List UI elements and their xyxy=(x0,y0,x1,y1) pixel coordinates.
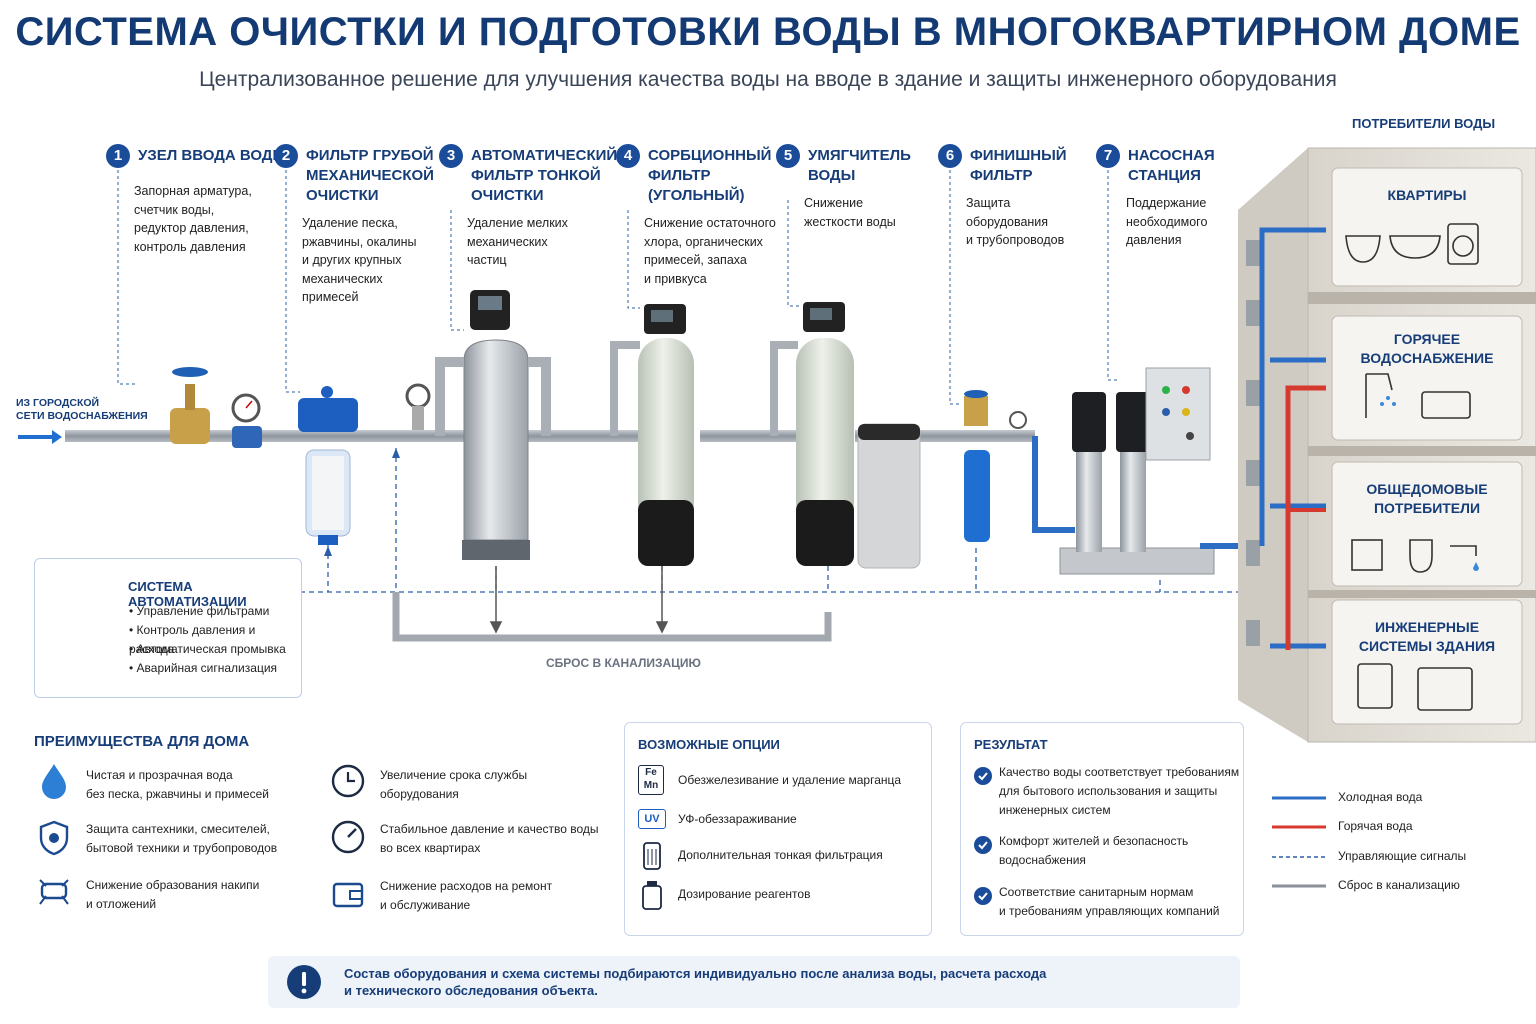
step-description: Удаление мелких механических частиц xyxy=(467,216,568,267)
step-number: 1 xyxy=(106,144,130,168)
step-description: Удаление песка, ржавчины, окалины и друг… xyxy=(302,216,417,304)
result-item: Комфорт жителей и безопасность водоснабж… xyxy=(999,834,1189,867)
step-number: 5 xyxy=(776,144,800,168)
step-number: 2 xyxy=(274,144,298,168)
water-drop-icon xyxy=(42,764,66,799)
option-item: Обезжелезивание и удаление марганца xyxy=(678,773,902,787)
step-description: Снижение жесткости воды xyxy=(804,196,896,229)
step-title: СОРБЦИОННЫЙ ФИЛЬТР (УГОЛЬНЫЙ) xyxy=(648,147,772,204)
step-description: Защита оборудования и трубопроводов xyxy=(966,196,1065,247)
gauge-icon xyxy=(331,820,365,854)
legend-cold-water: Холодная вода xyxy=(1338,790,1423,804)
floor-hot-water: ГОРЯЧЕЕ ВОДОСНАБЖЕНИЕ xyxy=(1360,331,1494,366)
check-icon xyxy=(974,767,992,785)
automation-card: СИСТЕМА АВТОМАТИЗАЦИИ • Управление фильт… xyxy=(34,558,302,698)
options-title: ВОЗМОЖНЫЕ ОПЦИИ xyxy=(638,737,780,752)
step-number: 7 xyxy=(1096,144,1120,168)
automation-item: • Управление фильтрами xyxy=(129,604,270,618)
step-title: АВТОМАТИЧЕСКИЙ ФИЛЬТР ТОНКОЙ ОЧИСТКИ xyxy=(471,147,618,204)
advantage-item: Чистая и прозрачная вода без песка, ржав… xyxy=(86,768,269,801)
legend-control-signals: Управляющие сигналы xyxy=(1338,849,1467,863)
advantage-item: Снижение образования накипи и отложений xyxy=(86,878,260,911)
step-number: 3 xyxy=(439,144,463,168)
drain-label: СБРОС В КАНАЛИЗАЦИЮ xyxy=(546,656,701,670)
automation-title: СИСТЕМА АВТОМАТИЗАЦИИ xyxy=(128,579,247,609)
legend-drain: Сброс в канализацию xyxy=(1338,878,1460,892)
exclamation-icon xyxy=(287,965,321,999)
shield-icon xyxy=(39,820,69,856)
advantage-item: Стабильное давление и качество воды во в… xyxy=(380,822,599,855)
consumers-title: ПОТРЕБИТЕЛИ ВОДЫ xyxy=(1352,116,1496,131)
step-number: 4 xyxy=(616,144,640,168)
step-number: 6 xyxy=(938,144,962,168)
option-item: Дозирование реагентов xyxy=(678,887,811,901)
option-item: УФ-обеззараживание xyxy=(678,812,797,826)
step-description: Запорная арматура, счетчик воды, редукто… xyxy=(134,184,252,254)
filter-cartridge-icon xyxy=(643,842,661,870)
floor-engineering-systems: ИНЖЕНЕРНЫЕ СИСТЕМЫ ЗДАНИЯ xyxy=(1358,619,1496,654)
result-title: РЕЗУЛЬТАТ xyxy=(974,737,1048,752)
inlet-label: ИЗ ГОРОДСКОЙ СЕТИ ВОДОСНАБЖЕНИЯ xyxy=(16,397,148,422)
advantage-item: Защита сантехники, смесителей, бытовой т… xyxy=(86,822,278,855)
step-title: УМЯГЧИТЕЛЬ ВОДЫ xyxy=(808,147,911,184)
clock-icon xyxy=(331,764,365,798)
wallet-icon xyxy=(332,882,364,908)
check-icon xyxy=(974,887,992,905)
result-item: Соответствие санитарным нормам и требова… xyxy=(999,885,1220,918)
check-icon xyxy=(974,836,992,854)
option-item: Дополнительная тонкая фильтрация xyxy=(678,848,883,862)
step-title: ФИНИШНЫЙ ФИЛЬТР xyxy=(970,147,1067,184)
floor-common-consumers: ОБЩЕДОМОВЫЕ ПОТРЕБИТЕЛИ xyxy=(1366,481,1488,516)
advantage-item: Снижение расходов на ремонт и обслуживан… xyxy=(380,879,553,912)
notice-text: Состав оборудования и схема системы подб… xyxy=(344,966,1047,998)
uv-icon: UV xyxy=(638,809,666,829)
page-title: СИСТЕМА ОЧИСТКИ И ПОДГОТОВКИ ВОДЫ В МНОГ… xyxy=(15,10,1521,54)
step-title: ФИЛЬТР ГРУБОЙ МЕХАНИЧЕСКОЙ ОЧИСТКИ xyxy=(306,147,434,204)
legend-swatches xyxy=(1272,796,1326,888)
step-title: НАСОСНАЯ СТАНЦИЯ xyxy=(1128,147,1215,184)
floor-apartments: КВАРТИРЫ xyxy=(1387,187,1467,203)
page-subtitle: Централизованное решение для улучшения к… xyxy=(199,68,1337,91)
step-description: Снижение остаточного хлора, органических… xyxy=(644,216,776,286)
legend-hot-water: Горячая вода xyxy=(1338,819,1413,833)
automation-item: • Контроль давления и расхода xyxy=(129,623,256,656)
step-title: УЗЕЛ ВВОДА ВОДЫ xyxy=(138,147,288,164)
notice-banner: Состав оборудования и схема системы подб… xyxy=(268,956,1240,1008)
advantages-title: ПРЕИМУЩЕСТВА ДЛЯ ДОМА xyxy=(34,733,250,750)
automation-item: • Аварийная сигнализация xyxy=(129,661,278,675)
dosing-tank-icon xyxy=(642,881,662,910)
automation-item: • Автоматическая промывка xyxy=(129,642,286,656)
pipe-scale-icon xyxy=(39,879,69,905)
advantage-item: Увеличение срока службы оборудования xyxy=(380,768,528,801)
result-card: РЕЗУЛЬТАТ Качество воды соответствует тр… xyxy=(960,722,1244,936)
step-description: Поддержание необходимого давления xyxy=(1126,196,1208,247)
result-item: Качество воды соответствует требованиям … xyxy=(999,765,1240,817)
